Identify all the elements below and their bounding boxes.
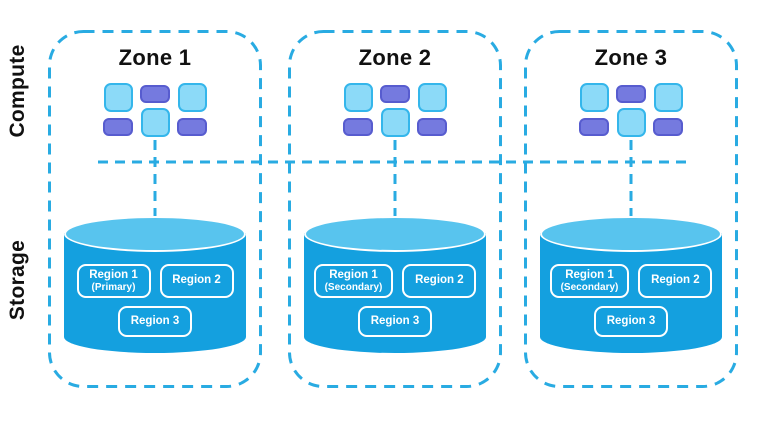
cylinder-top-ellipse (304, 216, 486, 252)
zone-1-regions: Region 1 (Primary) Region 2 Region 3 (64, 264, 246, 337)
vm-node-icon (177, 118, 207, 136)
cylinder-top-ellipse (64, 216, 246, 252)
vm-node-icon (380, 85, 410, 103)
zone-3-compute-cluster (579, 83, 683, 137)
zone-3-title: Zone 3 (594, 45, 668, 70)
vm-node-icon (140, 108, 170, 137)
vm-node-icon (417, 83, 447, 112)
vm-node-icon (103, 118, 133, 136)
region-badge: Region 1 (Secondary) (313, 264, 394, 298)
compute-node-column (343, 83, 373, 137)
cylinder-body (64, 233, 246, 353)
vm-node-icon (417, 118, 447, 136)
region-role-label: (Secondary) (324, 281, 383, 293)
compute-node-column (616, 85, 646, 137)
region-badge: Region 3 (358, 306, 432, 337)
region-label: Region 1 (565, 268, 614, 281)
region-badge: Region 3 (118, 306, 192, 337)
vm-node-icon (177, 83, 207, 112)
cylinder-body (304, 233, 486, 353)
vm-node-icon (343, 83, 373, 112)
database-cylinder-icon: Region 1 (Secondary) Region 2 Region 3 (540, 216, 722, 362)
zone-1-container: Zone 1 Region 1 (Primary (48, 30, 262, 388)
region-label: Region 3 (606, 314, 656, 327)
compute-node-column (653, 83, 683, 137)
zone-2-compute-cluster (343, 83, 447, 137)
zone-3-regions: Region 1 (Secondary) Region 2 Region 3 (540, 264, 722, 337)
region-label: Region 1 (89, 268, 138, 281)
compute-node-column (177, 83, 207, 137)
zone-1-compute-cluster (103, 83, 207, 137)
region-label: Region 2 (415, 274, 464, 287)
vm-node-icon (380, 108, 410, 137)
vm-node-icon (343, 118, 373, 136)
region-row: Region 1 (Secondary) Region 2 (549, 264, 713, 298)
region-label: Region 3 (130, 314, 180, 327)
region-row: Region 1 (Secondary) Region 2 (313, 264, 477, 298)
region-row: Region 3 (118, 306, 192, 337)
compute-node-column (417, 83, 447, 137)
region-role-label: (Primary) (91, 281, 136, 293)
region-row: Region 1 (Primary) Region 2 (76, 264, 234, 298)
region-label: Region 1 (329, 268, 378, 281)
region-label: Region 2 (172, 274, 221, 287)
zone-1-dashed-border (48, 30, 262, 388)
compute-node-column (103, 83, 133, 137)
vm-node-icon (616, 108, 646, 137)
region-badge: Region 1 (Secondary) (549, 264, 630, 298)
vm-node-icon (653, 118, 683, 136)
vm-node-icon (103, 83, 133, 112)
compute-node-column (380, 85, 410, 137)
zone-3-dashed-border (524, 30, 738, 388)
region-badge: Region 2 (402, 264, 477, 298)
region-badge: Region 2 (159, 264, 234, 298)
region-label: Region 3 (370, 314, 420, 327)
cylinder-top-ellipse (540, 216, 722, 252)
zone-2-regions: Region 1 (Secondary) Region 2 Region 3 (304, 264, 486, 337)
zone-2-container: Zone 2 Region 1 (Seconda (288, 30, 502, 388)
compute-node-column (140, 85, 170, 137)
database-cylinder-icon: Region 1 (Primary) Region 2 Region 3 (64, 216, 246, 362)
vm-node-icon (579, 83, 609, 112)
region-label: Region 2 (651, 274, 700, 287)
zone-2-title: Zone 2 (358, 45, 432, 70)
region-badge: Region 2 (638, 264, 713, 298)
vm-node-icon (616, 85, 646, 103)
region-badge: Region 1 (Primary) (76, 264, 151, 298)
zone-1-title: Zone 1 (118, 45, 192, 70)
vm-node-icon (579, 118, 609, 136)
region-row: Region 3 (594, 306, 668, 337)
region-badge: Region 3 (594, 306, 668, 337)
compute-node-column (579, 83, 609, 137)
database-cylinder-icon: Region 1 (Secondary) Region 2 Region 3 (304, 216, 486, 362)
zone-2-dashed-border (288, 30, 502, 388)
vm-node-icon (653, 83, 683, 112)
cylinder-body (540, 233, 722, 353)
vm-node-icon (140, 85, 170, 103)
region-role-label: (Secondary) (560, 281, 619, 293)
zone-3-container: Zone 3 Region 1 (Seconda (524, 30, 738, 388)
region-row: Region 3 (358, 306, 432, 337)
